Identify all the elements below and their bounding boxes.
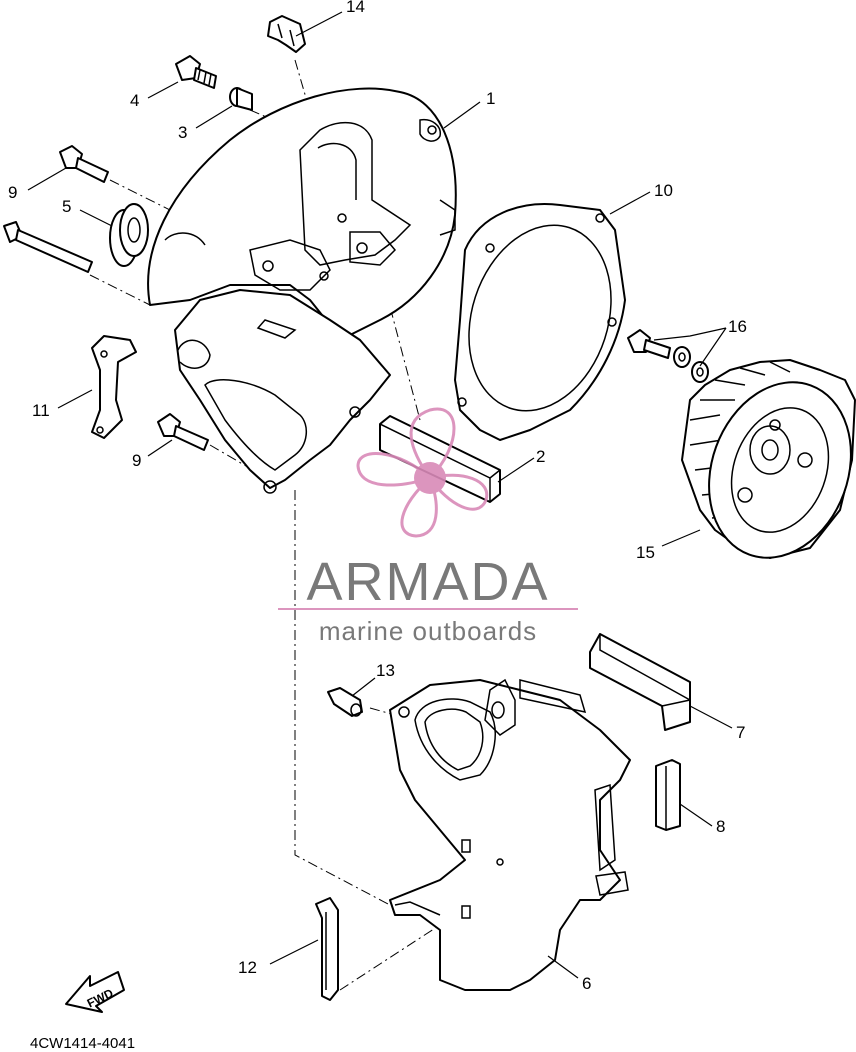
part-7-foam-angle [589,633,691,731]
part-9-bolt-upper [59,145,109,183]
watermark-brand: ARMADA [306,552,549,612]
part-11-bracket [91,335,137,439]
callout-7: 7 [736,723,745,742]
callout-12: 12 [238,958,257,977]
propeller-hub [414,462,446,494]
callout-8: 8 [716,817,725,836]
part-4-bolt [175,55,217,89]
callout-9-upper: 9 [8,183,17,202]
fwd-arrow-icon: FWD [65,971,125,1013]
callout-4: 4 [130,91,139,110]
part-13-pin [327,687,363,717]
callout-5: 5 [62,197,71,216]
shroud-lower-plate [174,289,391,494]
armada-watermark: ARMADA marine outboards [278,407,578,646]
watermark-tagline: marine outboards [319,616,537,646]
drawing-code: 4CW1414-4041 [30,1035,135,1052]
callout-13: 13 [376,661,395,680]
callout-14: 14 [346,0,365,16]
callout-9-lower: 9 [132,451,141,470]
callout-3: 3 [178,123,187,142]
callout-11: 11 [32,401,50,420]
part-9-bolt-lower [157,413,209,451]
part-5-grommet [109,203,149,267]
long-bolt [3,221,93,273]
callout-1: 1 [486,89,495,108]
callout-16: 16 [728,317,747,336]
callout-6: 6 [582,974,591,993]
part-16-screw-washers [627,329,709,383]
part-10-gasket [454,203,626,441]
propeller-logo-icon [356,407,489,538]
part-6-air-guide [389,678,631,991]
callout-labels: 14 4 3 1 9 5 10 16 11 9 2 15 13 7 8 12 6 [8,0,747,993]
part-15-flywheel [681,359,856,559]
leader-lines [27,11,733,979]
callout-2: 2 [536,447,545,466]
part-3-collar [229,87,253,111]
part-8-foam-strip [655,759,681,831]
watermark-rule [278,608,578,610]
part-1-fan-housing [147,87,457,336]
part-12-clip [315,897,339,1001]
part-14-clip [267,15,306,53]
callout-15: 15 [636,543,655,562]
callout-10: 10 [654,181,673,200]
